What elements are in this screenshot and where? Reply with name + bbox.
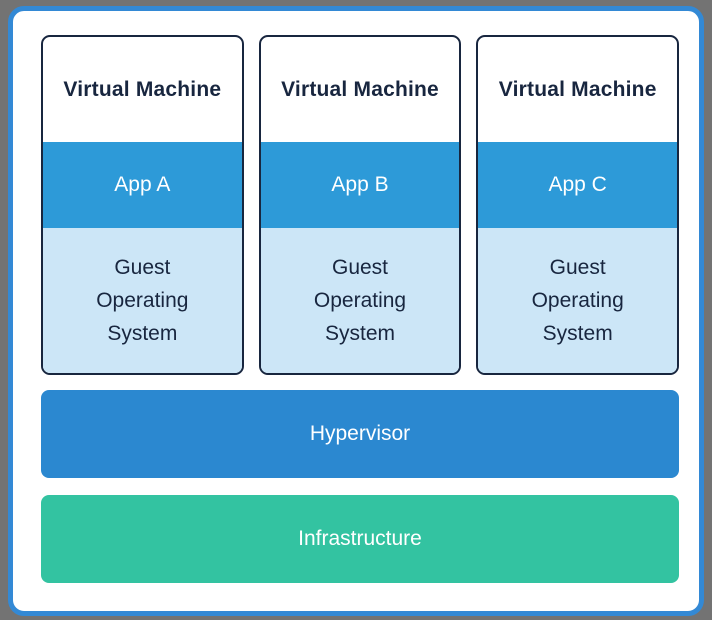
vm-title: Virtual Machine xyxy=(63,77,222,101)
vm-title: Virtual Machine xyxy=(498,77,657,101)
app-a-block: App A xyxy=(43,142,242,228)
vm-box-2: Virtual Machine App B Guest Operating Sy… xyxy=(258,35,462,375)
guest-os-block: Guest Operating System xyxy=(260,228,460,373)
app-b-block: App B xyxy=(260,142,460,228)
guest-os-block: Guest Operating System xyxy=(43,228,242,373)
app-c-block: App C xyxy=(478,142,678,228)
vm-box-1: Virtual Machine App A Guest Operating Sy… xyxy=(41,35,244,375)
vm-title: Virtual Machine xyxy=(281,77,439,101)
virtualization-diagram-panel: Virtual Machine App A Guest Operating Sy… xyxy=(8,6,704,616)
vm-row: Virtual Machine App A Guest Operating Sy… xyxy=(41,35,680,375)
infrastructure-layer: Infrastructure xyxy=(41,495,679,583)
hypervisor-layer: Hypervisor xyxy=(41,390,679,478)
vm-box-3: Virtual Machine App C Guest Operating Sy… xyxy=(476,35,680,375)
guest-os-block: Guest Operating System xyxy=(478,228,678,373)
